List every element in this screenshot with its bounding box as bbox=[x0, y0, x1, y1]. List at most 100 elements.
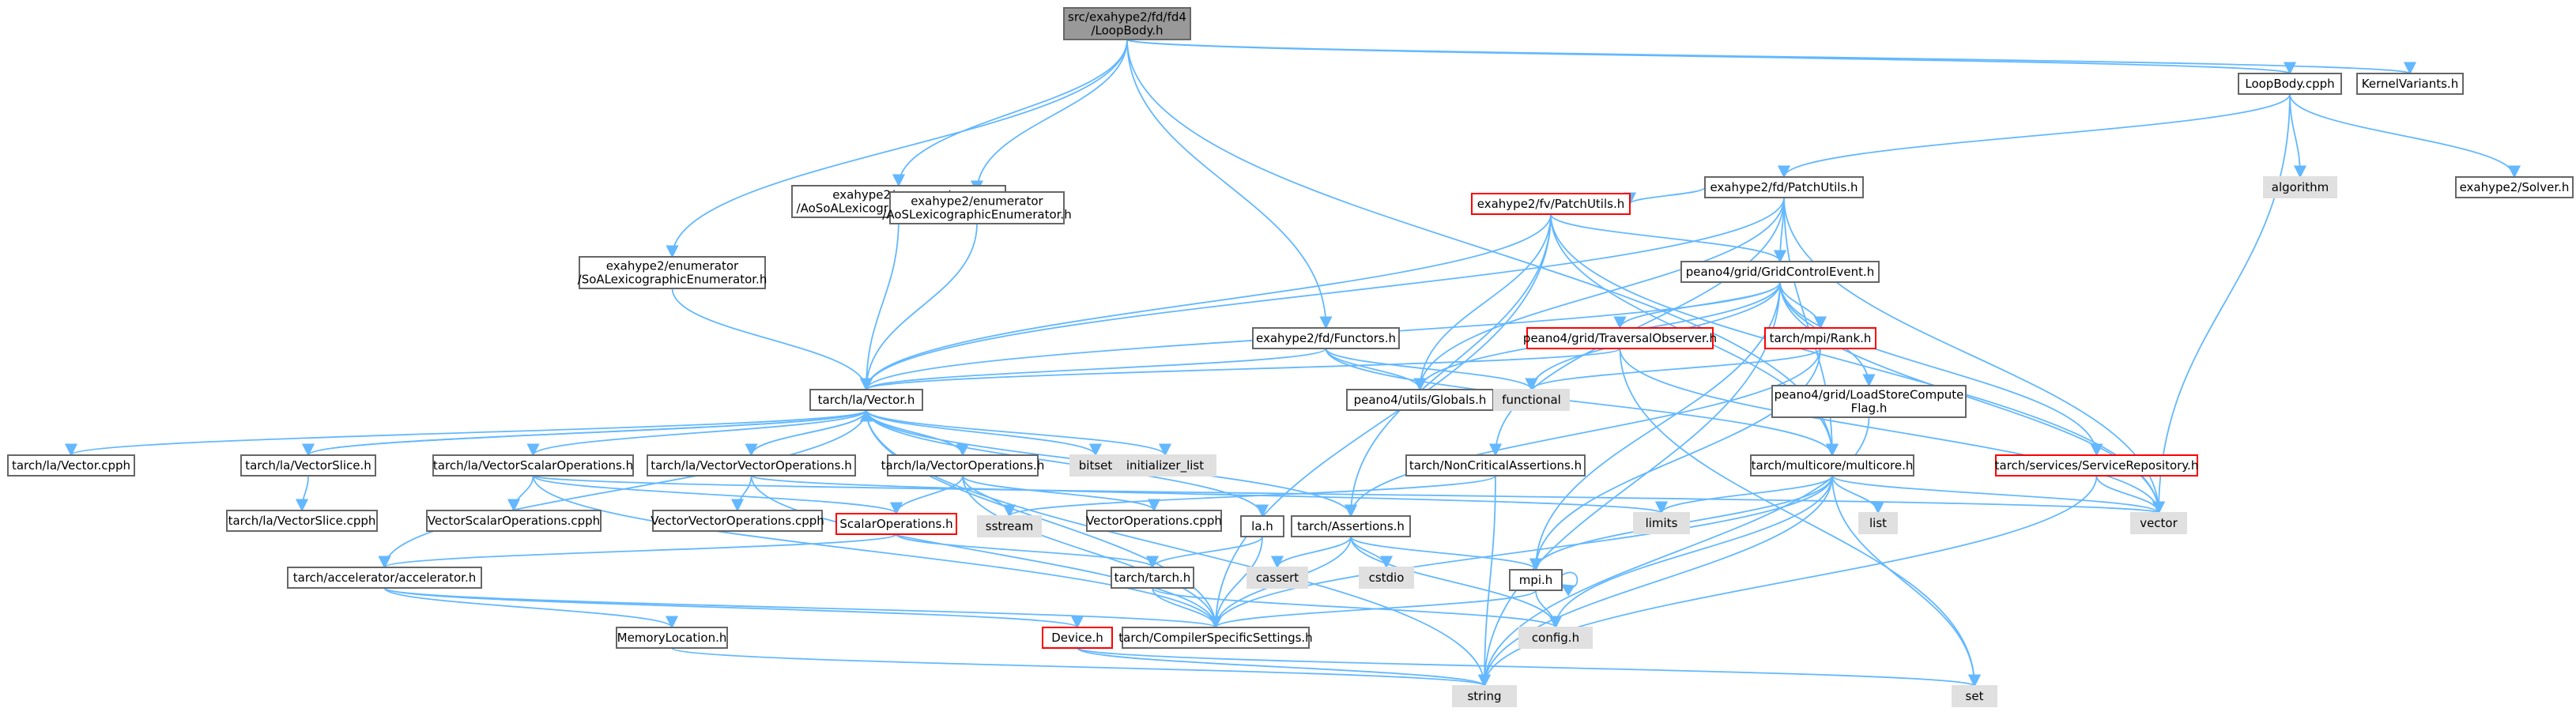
edge-group bbox=[970, 39, 1128, 194]
edge-root-to-loopbody_cpph bbox=[1126, 39, 2295, 75]
node-vo_cpph[interactable]: VectorOperations.cpph bbox=[1086, 510, 1222, 532]
node-vso_h[interactable]: tarch/la/VectorScalarOperations.h bbox=[432, 454, 634, 477]
edge-group bbox=[866, 409, 1269, 518]
node-label: peano4/grid/TraversalObserver.h bbox=[1523, 331, 1717, 345]
edge-la_h-to-compiler bbox=[1209, 536, 1263, 629]
node-box bbox=[1122, 627, 1310, 649]
node-la_h[interactable]: la.h bbox=[1240, 515, 1284, 537]
node-compiler[interactable]: tarch/CompilerSpecificSettings.h bbox=[1118, 627, 1313, 649]
node-scalarops[interactable]: ScalarOperations.h bbox=[835, 513, 957, 535]
node-vectorslice_h[interactable]: tarch/la/VectorSlice.h bbox=[240, 454, 376, 477]
node-box bbox=[1063, 7, 1191, 40]
edge-group bbox=[1077, 647, 1981, 688]
edge-fv_patchutils-to-assertions bbox=[1344, 213, 1552, 518]
edge-noncritical-to-string bbox=[1477, 475, 1496, 688]
edge-group bbox=[2095, 475, 2166, 514]
node-box bbox=[616, 627, 728, 649]
edge-traversalobserver-to-set bbox=[1619, 348, 1982, 688]
node-traversalobserver[interactable]: peano4/grid/TraversalObserver.h bbox=[1523, 327, 1717, 349]
edge-fd_patchutils-to-fv_patchutils bbox=[1624, 186, 1706, 205]
edge-root-to-aos bbox=[970, 39, 1128, 194]
edge-mpi_h-to-config bbox=[1535, 590, 1563, 629]
node-box bbox=[889, 191, 1065, 224]
edge-group bbox=[1209, 475, 1833, 629]
node-kernelvariants[interactable]: KernelVariants.h bbox=[2356, 73, 2464, 95]
node-rank[interactable]: tarch/mpi/Rank.h bbox=[1764, 327, 1876, 349]
edge-gridcontrolevent-to-servicerepo bbox=[1779, 281, 2103, 457]
edge-fv_patchutils-to-globals bbox=[1413, 213, 1552, 391]
node-aos[interactable]: exahype2/enumerator/AoSLexicographicEnum… bbox=[882, 191, 1072, 224]
edge-vector_h-to-initializer_list bbox=[866, 409, 1171, 457]
node-root[interactable]: src/exahype2/fd/fd4/LoopBody.h bbox=[1063, 7, 1191, 40]
edge-group bbox=[750, 475, 1668, 514]
node-noncritical[interactable]: tarch/NonCriticalAssertions.h bbox=[1405, 454, 1586, 477]
node-memorylocation[interactable]: MemoryLocation.h bbox=[616, 627, 728, 649]
edge-group bbox=[666, 39, 1128, 258]
node-accelerator[interactable]: tarch/accelerator/accelerator.h bbox=[287, 567, 482, 589]
node-label: list bbox=[1869, 516, 1887, 530]
node-vector_cpph[interactable]: tarch/la/Vector.cpph bbox=[7, 454, 135, 477]
node-tarch_h[interactable]: tarch/tarch.h bbox=[1111, 567, 1194, 589]
node-label: src/exahype2/fd/fd4 bbox=[1068, 10, 1186, 24]
edge-group bbox=[859, 217, 900, 391]
node-vvo_h[interactable]: tarch/la/VectorVectorOperations.h bbox=[647, 454, 856, 477]
edge-group bbox=[1619, 348, 2165, 514]
edge-group bbox=[860, 348, 1327, 391]
node-box bbox=[1405, 454, 1586, 477]
edge-fv_patchutils-to-vector_h bbox=[860, 213, 1552, 391]
node-vso_cpph[interactable]: VectorScalarOperations.cpph bbox=[426, 510, 602, 532]
node-multicore[interactable]: tarch/multicore/multicore.h bbox=[1750, 454, 1914, 477]
node-vo_h[interactable]: tarch/la/VectorOperations.h bbox=[881, 454, 1045, 477]
edge-root-to-soa bbox=[666, 39, 1128, 258]
edge-accelerator-to-memorylocation bbox=[383, 587, 678, 629]
node-loopbody_cpph[interactable]: LoopBody.cpph bbox=[2238, 73, 2342, 95]
node-label: tarch/la/Vector.cpph bbox=[12, 458, 130, 473]
node-device[interactable]: Device.h bbox=[1042, 627, 1113, 649]
edge-accelerator-to-compiler bbox=[383, 587, 1222, 629]
node-box bbox=[977, 515, 1042, 537]
node-label: vector bbox=[2140, 516, 2178, 530]
node-box bbox=[1493, 389, 1570, 411]
edge-group bbox=[1535, 590, 1563, 629]
node-soa[interactable]: exahype2/enumerator/SoALexicographicEnum… bbox=[578, 256, 768, 289]
edge-multicore-to-list bbox=[1831, 475, 1885, 514]
edge-group bbox=[383, 587, 678, 629]
node-label: exahype2/fd/Functors.h bbox=[1256, 331, 1396, 345]
node-vector_h[interactable]: tarch/la/Vector.h bbox=[809, 389, 923, 411]
node-vectorslice_cpph[interactable]: tarch/la/VectorSlice.cpph bbox=[226, 510, 378, 532]
edge-group bbox=[526, 409, 867, 457]
edge-vso_h-to-scalarops bbox=[532, 475, 903, 515]
edge-root-to-functors bbox=[1126, 39, 1333, 330]
node-label: Flag.h bbox=[1851, 401, 1888, 416]
edge-group bbox=[1350, 536, 1542, 571]
edge-group bbox=[295, 475, 309, 512]
edge-vo_h-to-vo_cpph bbox=[962, 475, 1160, 512]
edges-layer bbox=[65, 39, 2521, 688]
node-gridcontrolevent[interactable]: peano4/grid/GridControlEvent.h bbox=[1680, 261, 1880, 283]
node-globals[interactable]: peano4/utils/Globals.h bbox=[1346, 389, 1494, 411]
node-servicerepo[interactable]: tarch/services/ServiceRepository.h bbox=[1995, 454, 2199, 477]
node-solver[interactable]: exahype2/Solver.h bbox=[2455, 176, 2574, 198]
edge-fd_patchutils-to-vector_h bbox=[860, 197, 1785, 391]
node-vvo_cpph[interactable]: VectorVectorOperations.cpph bbox=[651, 510, 824, 532]
edge-group bbox=[889, 475, 964, 515]
node-assertions[interactable]: tarch/Assertions.h bbox=[1291, 515, 1411, 537]
edge-accelerator-to-device bbox=[383, 587, 1084, 629]
edge-group bbox=[1413, 197, 1785, 391]
node-box bbox=[1764, 327, 1876, 349]
edge-group bbox=[65, 409, 867, 457]
node-fv_patchutils[interactable]: exahype2/fv/PatchUtils.h bbox=[1471, 193, 1631, 215]
edge-scalarops-to-accelerator bbox=[378, 533, 897, 569]
edge-group bbox=[1209, 536, 1263, 629]
node-mpi_h[interactable]: mpi.h bbox=[1509, 569, 1563, 591]
node-fd_patchutils[interactable]: exahype2/fd/PatchUtils.h bbox=[1704, 176, 1864, 198]
node-functors[interactable]: exahype2/fd/Functors.h bbox=[1252, 327, 1400, 349]
edge-group bbox=[750, 409, 873, 456]
node-label: cassert bbox=[1256, 571, 1299, 585]
node-label: tarch/la/VectorSlice.h bbox=[245, 458, 372, 473]
edge-mpi_h-to-mpi_h bbox=[1560, 571, 1578, 597]
edge-la_h-to-tarch_h bbox=[1146, 536, 1263, 569]
node-label: peano4/grid/LoadStoreCompute bbox=[1775, 388, 1964, 402]
edge-group bbox=[1003, 475, 1496, 518]
